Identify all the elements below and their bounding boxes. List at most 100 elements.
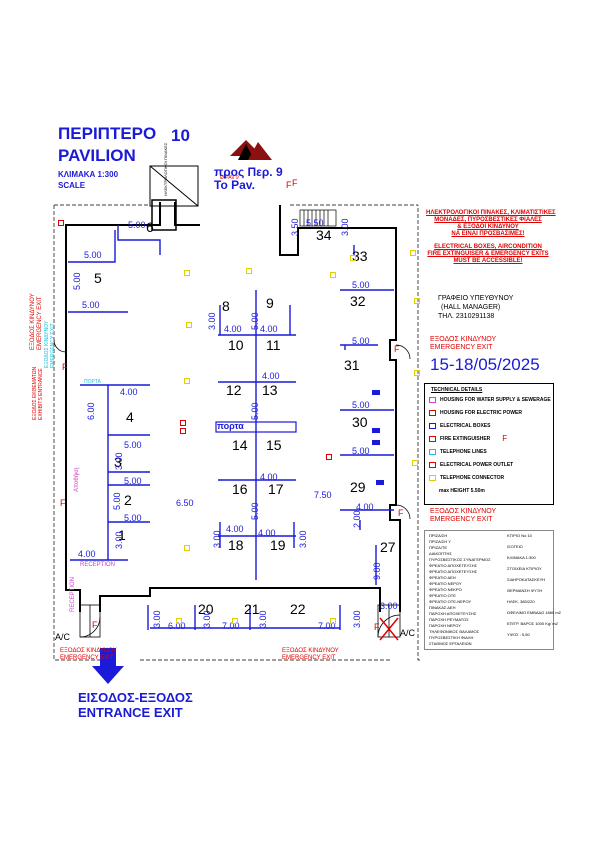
dimension-label: 4.00 — [260, 324, 278, 334]
doors — [53, 339, 411, 638]
legend-item: ELECTRICAL POWER OUTLET — [429, 458, 553, 471]
fire-extinguisher-marker: F — [286, 180, 292, 190]
hall-manager-phone: ΤΗΛ. 2310291138 — [438, 313, 495, 320]
telephone-connector-icon — [429, 474, 436, 481]
entrance-exit-gr: ΕΙΣΟΔΟΣ-ΕΞΟΔΟΣ — [78, 690, 193, 705]
fire-extinguisher-icon: F — [292, 178, 298, 188]
dimension-label: 3.00 — [202, 610, 212, 628]
electrical-box-icon — [372, 428, 380, 433]
emergency-exit-left-2: ΕΞΟΔΟΣ ΚΙΝΔΥΝΟΥ EMERGENCY EXIT — [44, 321, 56, 368]
building-legend-entry: ΦΡΕΑΤΙΟ ΟΤΕ-ΝΕΡΟΥ — [429, 599, 472, 604]
building-legend-entry: ΦΡΕΑΤΙΟ ΝΕΚΡΟ — [429, 587, 462, 592]
power-housing-icon — [429, 409, 436, 416]
dimension-label: 5.00 — [124, 440, 142, 450]
building-legend-entry: ΠΡΙΖΑ/ΣΗ Y — [429, 539, 452, 544]
power-housing-icon — [58, 220, 64, 226]
telephone-connector-icon — [184, 545, 190, 551]
exhibits-entrance-left-en: EXHIBITS ENTRANCE — [38, 368, 44, 420]
reception-label: RECEPTION — [80, 562, 116, 568]
building-legend-entry: ΦΡΕΑΤΙΟ ΝΕΡΟΥ — [429, 581, 462, 586]
stand-number-5: 5 — [94, 270, 102, 286]
electrical-box-icon — [372, 440, 380, 445]
dimension-label: 5.00 — [124, 513, 142, 523]
dimension-label: 4.00 — [260, 472, 278, 482]
legend-item: HOUSING FOR ELECTRIC POWER — [429, 406, 553, 419]
dimension-label: 3.00 — [212, 530, 222, 548]
hall-manager-en: (HALL MANAGER) — [441, 304, 501, 311]
stand-number-6: 6 — [146, 219, 154, 235]
ac-right-label: A/C — [400, 628, 416, 638]
power-outlet-icon — [429, 461, 436, 468]
dimension-label: 4.00 — [120, 387, 138, 397]
event-date: 15-18/05/2025 — [430, 355, 540, 374]
stand-number-12: 12 — [226, 382, 242, 398]
to-pavilion-gr: προς Περ. 9 — [214, 165, 283, 179]
stand-number-4: 4 — [126, 409, 134, 425]
dimension-label: 3.00 — [340, 218, 350, 236]
stand-number-14: 14 — [232, 437, 248, 453]
dimension-label: 3.00 — [258, 610, 268, 628]
dimension-label: 4.00 — [262, 371, 280, 381]
warning-box: ΗΛΕΚΤΡΟΛΟΓΙΚΟΙ ΠΙΝΑΚΕΣ, ΚΛΙΜΑΤΙΣΤΙΚΕΣ ΜΟ… — [426, 210, 556, 265]
stand-number-3: 3 — [114, 454, 122, 470]
stand-number-32: 32 — [350, 293, 366, 309]
dimension-label: 5.00 — [124, 476, 142, 486]
dimension-label: 4.00 — [78, 549, 96, 559]
dimension-label: 2.00 — [352, 510, 362, 528]
dimension-label: 5.00 — [250, 402, 260, 420]
telephone-connector-icon — [184, 270, 190, 276]
legend-item-label: HOUSING FOR WATER SUPPLY & SEWERAGE — [440, 396, 551, 403]
dimension-label: 3.00 — [298, 530, 308, 548]
emergency-exit-left-2-en: EMERGENCY EXIT — [50, 323, 56, 368]
building-legend-entry: ΠΥΡΟΣΒΕΣΤΙΚΟΣ ΣΥΝΑΓΕΡΜΟΣ — [429, 557, 491, 562]
warning-line-gr-1: ΗΛΕΚΤΡΟΛΟΓΙΚΟΙ ΠΙΝΑΚΕΣ, ΚΛΙΜΑΤΙΣΤΙΚΕΣ — [426, 210, 556, 216]
dimension-label: 5.00 — [112, 492, 122, 510]
stand-number-9: 9 — [266, 295, 274, 311]
dimension-label: 5.00 — [72, 272, 82, 290]
building-legend-entry: ΦΡΕΑΤΙΟ ΔΕΗ — [429, 575, 456, 580]
legend-item-label: ELECTRICAL BOXES — [440, 422, 491, 429]
stand-number-31: 31 — [344, 357, 360, 373]
emergency-exit-left-gr: ΕΞΟΔΟΣ ΚΙΝΔΥΝΟΥ — [30, 293, 36, 350]
fire-extinguisher-icon: F — [92, 620, 98, 630]
emergency-exit-bottom-left-en: EMERGENCY EXIT — [60, 655, 114, 661]
power-housing-icon — [180, 428, 186, 434]
legend-item-label: TELEPHONE LINES — [440, 448, 487, 455]
telephone-connector-icon — [176, 618, 182, 624]
dimension-label: 3.00 — [152, 610, 162, 628]
building-legend-entry: ΠΑΡΟΧΗ ΝΕΡΟΥ — [429, 623, 461, 628]
pavilion-number: 10 — [171, 126, 190, 145]
stand-number-34: 34 — [316, 227, 332, 243]
building-legend-entry: ΠΙΝΑΚΑΣ ΔΕΗ — [429, 605, 456, 610]
pav-9-label: Ø PAV 9 — [220, 175, 239, 181]
fire-extinguisher-icon: F — [60, 498, 66, 508]
dimension-label: 6.50 — [176, 498, 194, 508]
dimension-label: 5.00 — [82, 300, 100, 310]
legend-item: TELEPHONE CONNECTOR — [429, 471, 553, 484]
building-legend-entry: ΠΑΡΟΧΗ ΑΠΟΧΕΤΕΥΣΗΣ — [429, 611, 477, 616]
to-pavilion-en: To Pav. — [214, 178, 255, 192]
fire-extinguisher-icon: F — [374, 622, 380, 632]
telephone-connector-icon — [410, 250, 416, 256]
building-legend-entry: ΦΡΕΑΤΙΟ ΑΠΟΧΕΤΕΥΣΗΣ — [429, 569, 478, 574]
storage-label: Αποθήκη — [74, 467, 80, 492]
electrical-box-icon — [429, 422, 436, 429]
building-legend-entry: ΠΑΡΟΧΗ ΡΕΥΜΑΤΟΣ — [429, 617, 469, 622]
hall-walls — [65, 202, 401, 612]
legend-item-label: FIRE EXTINGUISHER — [440, 435, 491, 442]
dimension-label: 4.00 — [224, 324, 242, 334]
stand-partitions — [68, 225, 394, 630]
emergency-exit-right-2-en: EMERGENCY EXIT — [430, 516, 493, 523]
legend-max-height: max HEIGHT 5.50m — [439, 488, 485, 494]
emergency-exit-bottom-right-gr: ΕΞΟΔΟΣ ΚΙΝΔΥΝΟΥ — [282, 648, 339, 654]
building-legend-entry: ΠΡΙΖΑ/ΤΕ — [429, 545, 448, 550]
stand-number-29: 29 — [350, 479, 366, 495]
fire-extinguisher-icon: F — [394, 344, 400, 354]
telephone-connector-icon — [412, 460, 418, 466]
emergency-exit-bottom-left: ΕΞΟΔΟΣ ΚΙΝΔΥΝΟΥ EMERGENCY EXIT — [60, 648, 117, 662]
stand-number-8: 8 — [222, 298, 230, 314]
hall-manager-block: ΓΡΑΦΕΙΟ ΥΠΕΥΘΥΝΟΥ (HALL MANAGER) ΤΗΛ. 23… — [438, 294, 513, 321]
building-info-entry: ΘΕΡΜΑΝΣΗ ΨΥΞΗ — [507, 588, 543, 593]
fire-extinguisher-icon — [429, 435, 436, 442]
